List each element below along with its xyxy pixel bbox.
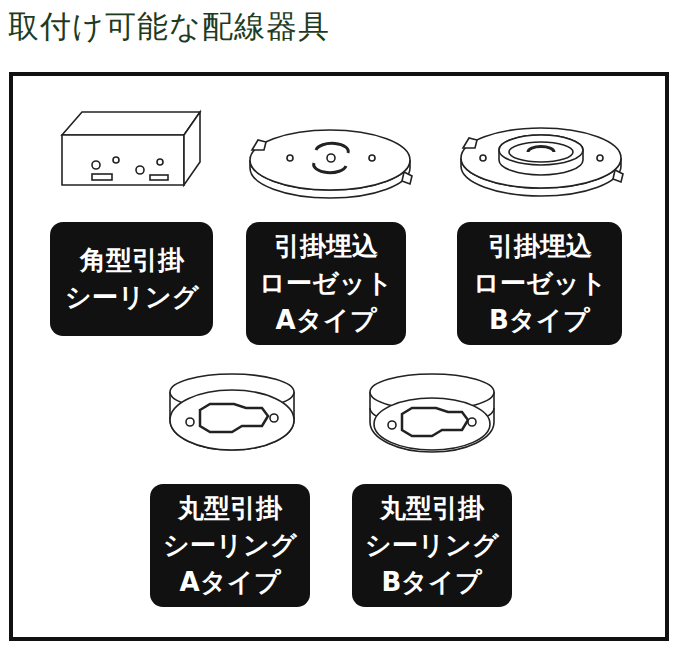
label-box: 引掛埋込 ローゼット Bタイプ (457, 222, 622, 345)
label-text: 丸型引掛 シーリング Bタイプ (360, 490, 504, 601)
square-ceiling-illustration (62, 112, 200, 185)
label-text: 引掛埋込 ローゼット Bタイプ (465, 228, 614, 339)
label-text: 角型引掛 シーリング (58, 242, 205, 316)
label-box: 角型引掛 シーリング (50, 222, 213, 336)
rosette-b-illustration (461, 128, 623, 196)
label-box: 丸型引掛 シーリング Aタイプ (150, 484, 310, 607)
frame (11, 74, 667, 639)
title: 取付け可能な配線器具 (8, 6, 330, 48)
rosette-a-illustration (250, 130, 412, 198)
round-ceiling-a-illustration (170, 374, 294, 450)
label-text: 引掛埋込 ローゼット Aタイプ (254, 228, 398, 339)
label-box: 引掛埋込 ローゼット Aタイプ (246, 222, 406, 345)
label-box: 丸型引掛 シーリング Bタイプ (352, 484, 512, 607)
round-ceiling-b-illustration (370, 374, 494, 452)
label-text: 丸型引掛 シーリング Aタイプ (158, 490, 302, 601)
